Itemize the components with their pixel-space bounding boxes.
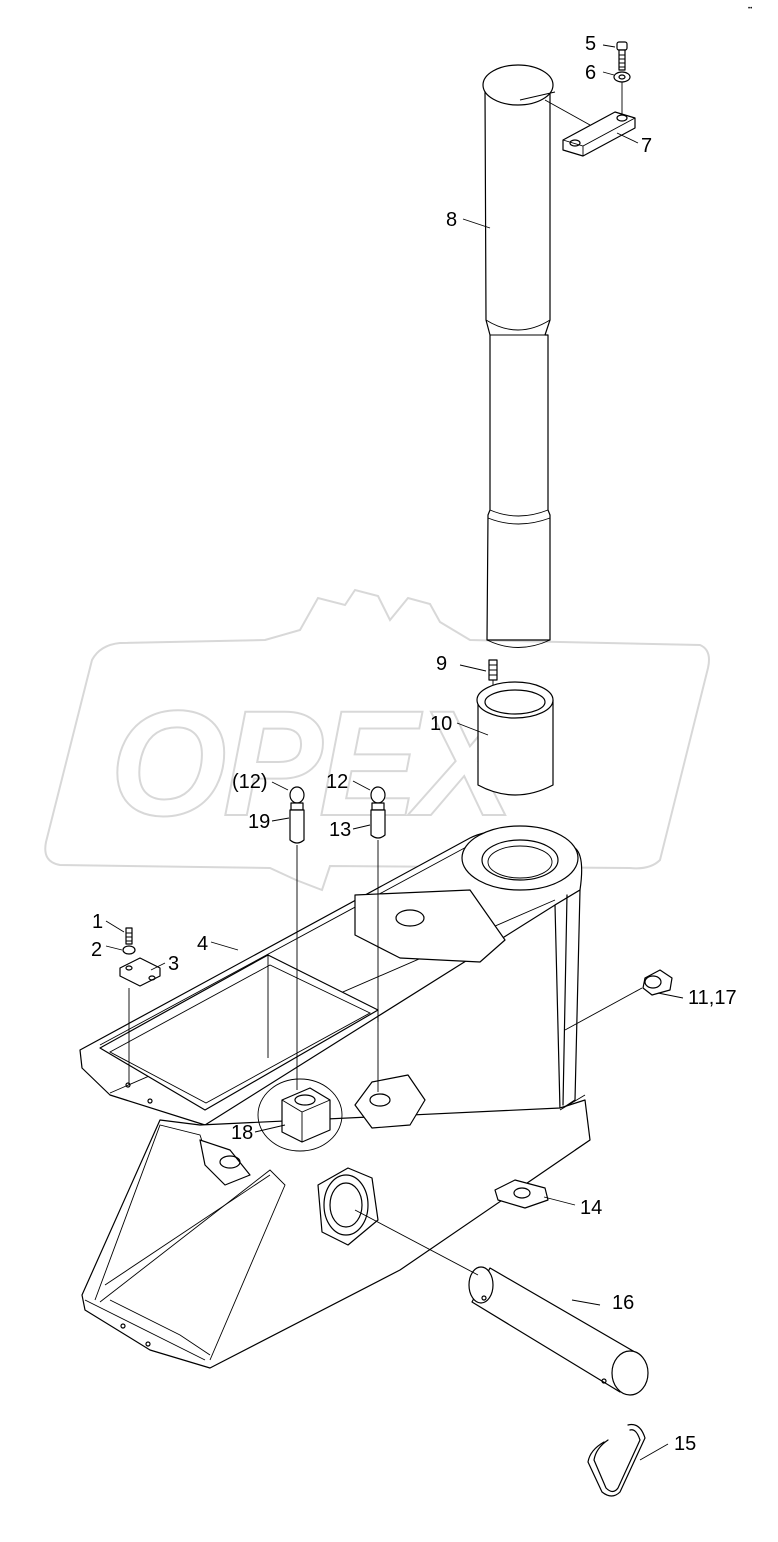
part-2-washer — [122, 945, 136, 955]
callout-6: 6 — [585, 62, 596, 84]
callout-12-paren: (12) — [232, 771, 268, 793]
callout-2: 2 — [91, 939, 102, 961]
watermark-text: OPEX — [110, 679, 523, 847]
callout-5: 5 — [585, 33, 596, 55]
part-7-lock-plate — [544, 82, 636, 157]
callout-9: 9 — [436, 653, 447, 675]
frame-hex-boss — [317, 1167, 379, 1246]
part-16-pin — [354, 1209, 649, 1396]
callout-labels: 1 2 3 4 5 6 7 8 9 10 11,17 (12) 12 13 14… — [91, 33, 737, 1455]
callout-12: 12 — [326, 771, 348, 793]
frame-right-column — [554, 889, 581, 1111]
callout-11-17: 11,17 — [688, 987, 737, 1009]
callout-13: 13 — [329, 819, 351, 841]
part-13-seat — [354, 1074, 426, 1129]
watermark-logo: OPEX — [44, 588, 710, 892]
part-8-pin — [482, 64, 556, 648]
part-18-block — [257, 1078, 343, 1152]
frame-side-plate — [354, 889, 506, 963]
part-13-grease-fitting — [370, 786, 386, 1092]
callout-14: 14 — [580, 1197, 602, 1219]
leader-lines — [105, 44, 684, 1461]
frame-assembly — [79, 825, 591, 1369]
part-19-grease-fitting — [289, 786, 305, 1090]
pivot-boss-inner — [481, 839, 559, 881]
part-6-washer — [613, 71, 631, 83]
callout-19: 19 — [248, 811, 270, 833]
callout-15: 15 — [674, 1433, 696, 1455]
frame-gusset-left — [199, 1139, 251, 1186]
frame-bottom-lug — [494, 1179, 549, 1209]
callout-7: 7 — [641, 135, 652, 157]
callout-18: 18 — [231, 1122, 253, 1144]
callout-4: 4 — [197, 933, 208, 955]
part-15-clip — [587, 1423, 646, 1497]
callout-10: 10 — [430, 713, 452, 735]
corner-mark: •• — [748, 6, 752, 12]
part-1-screw — [125, 927, 133, 945]
part-5-bolt — [616, 41, 628, 71]
callout-8: 8 — [446, 209, 457, 231]
part-3-plate — [119, 957, 161, 1085]
watermark-gear-outline — [44, 588, 710, 892]
part-10-bushing — [476, 681, 554, 796]
part-11-17-grease-nipple — [564, 969, 673, 1031]
callout-16: 16 — [612, 1292, 634, 1314]
callout-1: 1 — [92, 911, 103, 933]
callout-3: 3 — [168, 953, 179, 975]
